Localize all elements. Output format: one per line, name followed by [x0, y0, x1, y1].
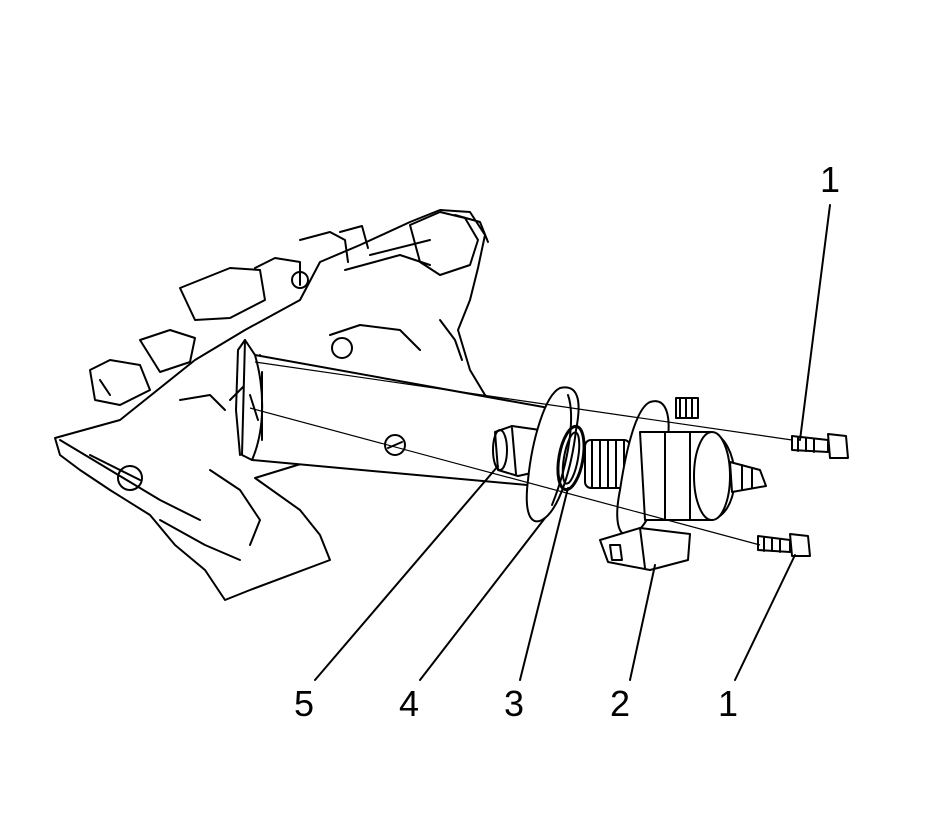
- alignment-lines: [249, 361, 793, 546]
- callout-3: 3: [504, 683, 525, 724]
- leader-line-3: [519, 487, 569, 681]
- callout-1-lower: 1: [718, 683, 739, 724]
- fuel-pump: [584, 397, 767, 571]
- callout-1-upper: 1: [820, 159, 841, 200]
- leader-line-2: [629, 564, 656, 681]
- leader-line-5: [314, 465, 499, 681]
- callout-4: 4: [399, 683, 420, 724]
- callout-2: 2: [610, 683, 631, 724]
- mounting-bolt-lower: [757, 533, 811, 557]
- leader-line-1-upper: [799, 204, 831, 441]
- callout-5: 5: [294, 683, 315, 724]
- leader-line-4: [419, 517, 546, 681]
- leader-line-1-lower: [734, 554, 796, 681]
- leader-lines: [314, 204, 831, 681]
- o-ring: [556, 424, 586, 492]
